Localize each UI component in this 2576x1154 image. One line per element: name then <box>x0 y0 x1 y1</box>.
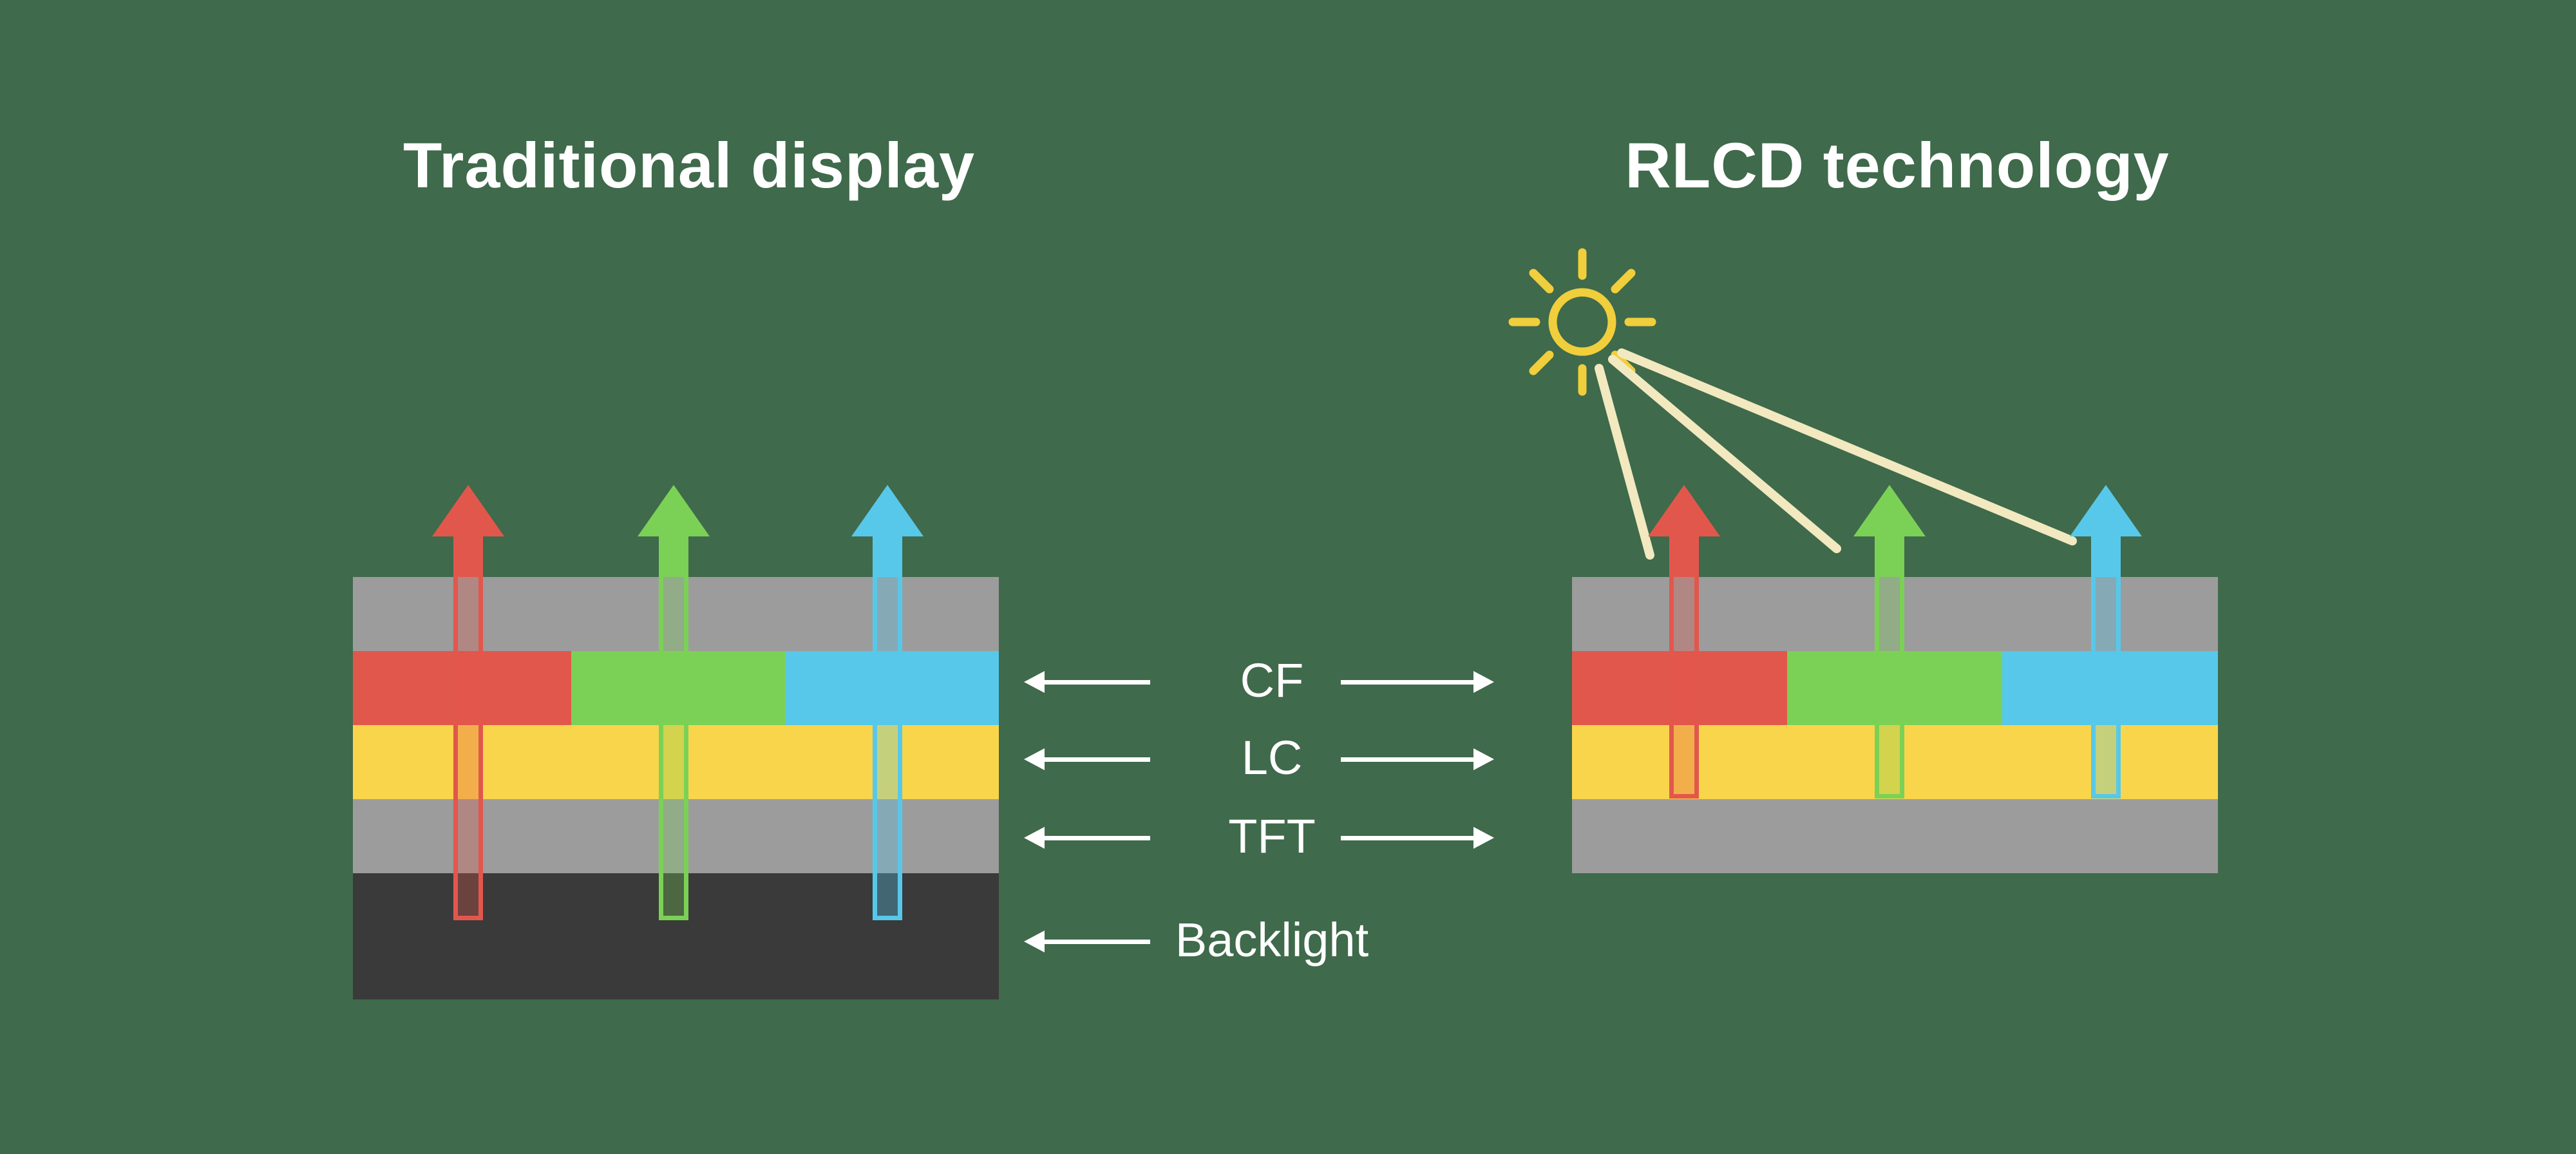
arrow-shaft-translucent <box>2091 577 2121 799</box>
rlcd-stack <box>1572 577 2218 873</box>
arrow-head <box>1853 485 1926 536</box>
right-glass-layer <box>1572 577 2218 651</box>
tft-arrow-right-icon <box>1341 827 1494 849</box>
arrow-head <box>638 485 710 536</box>
right-tft-layer <box>1572 799 2218 873</box>
cf-label: CF <box>1240 654 1304 707</box>
arrow-shaft <box>659 536 688 577</box>
arrow-shaft-translucent <box>1669 577 1699 799</box>
left-green-up-arrow-icon <box>638 485 710 920</box>
left-cf-cyan-segment <box>785 651 999 725</box>
arrow-head <box>1648 485 1720 536</box>
backlight-label: Backlight <box>1175 913 1369 967</box>
left-liquid-crystal-layer <box>353 725 999 799</box>
cf-arrow-right-icon <box>1341 671 1494 693</box>
arrow-head <box>432 485 504 536</box>
left-backlight-layer <box>353 873 999 999</box>
arrow-shaft <box>1875 536 1904 577</box>
right-green-up-arrow-icon <box>1853 485 1926 799</box>
left-cf-green-segment <box>571 651 785 725</box>
arrow-shaft <box>453 536 483 577</box>
right-red-up-arrow-icon <box>1648 485 1720 799</box>
lc-label: LC <box>1241 731 1303 784</box>
cf-arrow-left-icon <box>1024 671 1150 693</box>
right-cf-cyan-segment <box>2002 651 2218 725</box>
arrow-shaft-translucent <box>453 577 483 920</box>
arrow-shaft-translucent <box>1875 577 1904 799</box>
rlcd-technology-title: RLCD technology <box>1625 129 2170 201</box>
right-color-filter-layer <box>1572 651 2218 725</box>
right-cf-green-segment <box>1787 651 2002 725</box>
right-liquid-crystal-layer <box>1572 725 2218 799</box>
left-glass-layer <box>353 577 999 651</box>
lc-arrow-left-icon <box>1024 748 1150 770</box>
arrow-shaft-translucent <box>873 577 902 920</box>
sun-beam-2 <box>1608 355 1841 553</box>
tft-label: TFT <box>1228 809 1316 863</box>
sun-beam-1 <box>1595 364 1654 560</box>
traditional-display-title: Traditional display <box>402 129 976 201</box>
left-cf-red-segment <box>353 651 571 725</box>
left-tft-layer <box>353 799 999 873</box>
backlight-arrow-left-icon <box>1024 931 1150 952</box>
arrow-head <box>2070 485 2142 536</box>
arrow-head <box>851 485 923 536</box>
tft-arrow-left-icon <box>1024 827 1150 849</box>
traditional-display-stack <box>353 577 999 999</box>
left-color-filter-layer <box>353 651 999 725</box>
arrow-shaft <box>1669 536 1699 577</box>
right-cf-red-segment <box>1572 651 1787 725</box>
arrow-shaft <box>873 536 902 577</box>
left-red-up-arrow-icon <box>432 485 504 920</box>
left-cyan-up-arrow-icon <box>851 485 923 920</box>
right-cyan-up-arrow-icon <box>2070 485 2142 799</box>
arrow-shaft <box>2091 536 2121 577</box>
arrow-shaft-translucent <box>659 577 688 920</box>
lc-arrow-right-icon <box>1341 748 1494 770</box>
sun-icon <box>1508 248 1656 396</box>
